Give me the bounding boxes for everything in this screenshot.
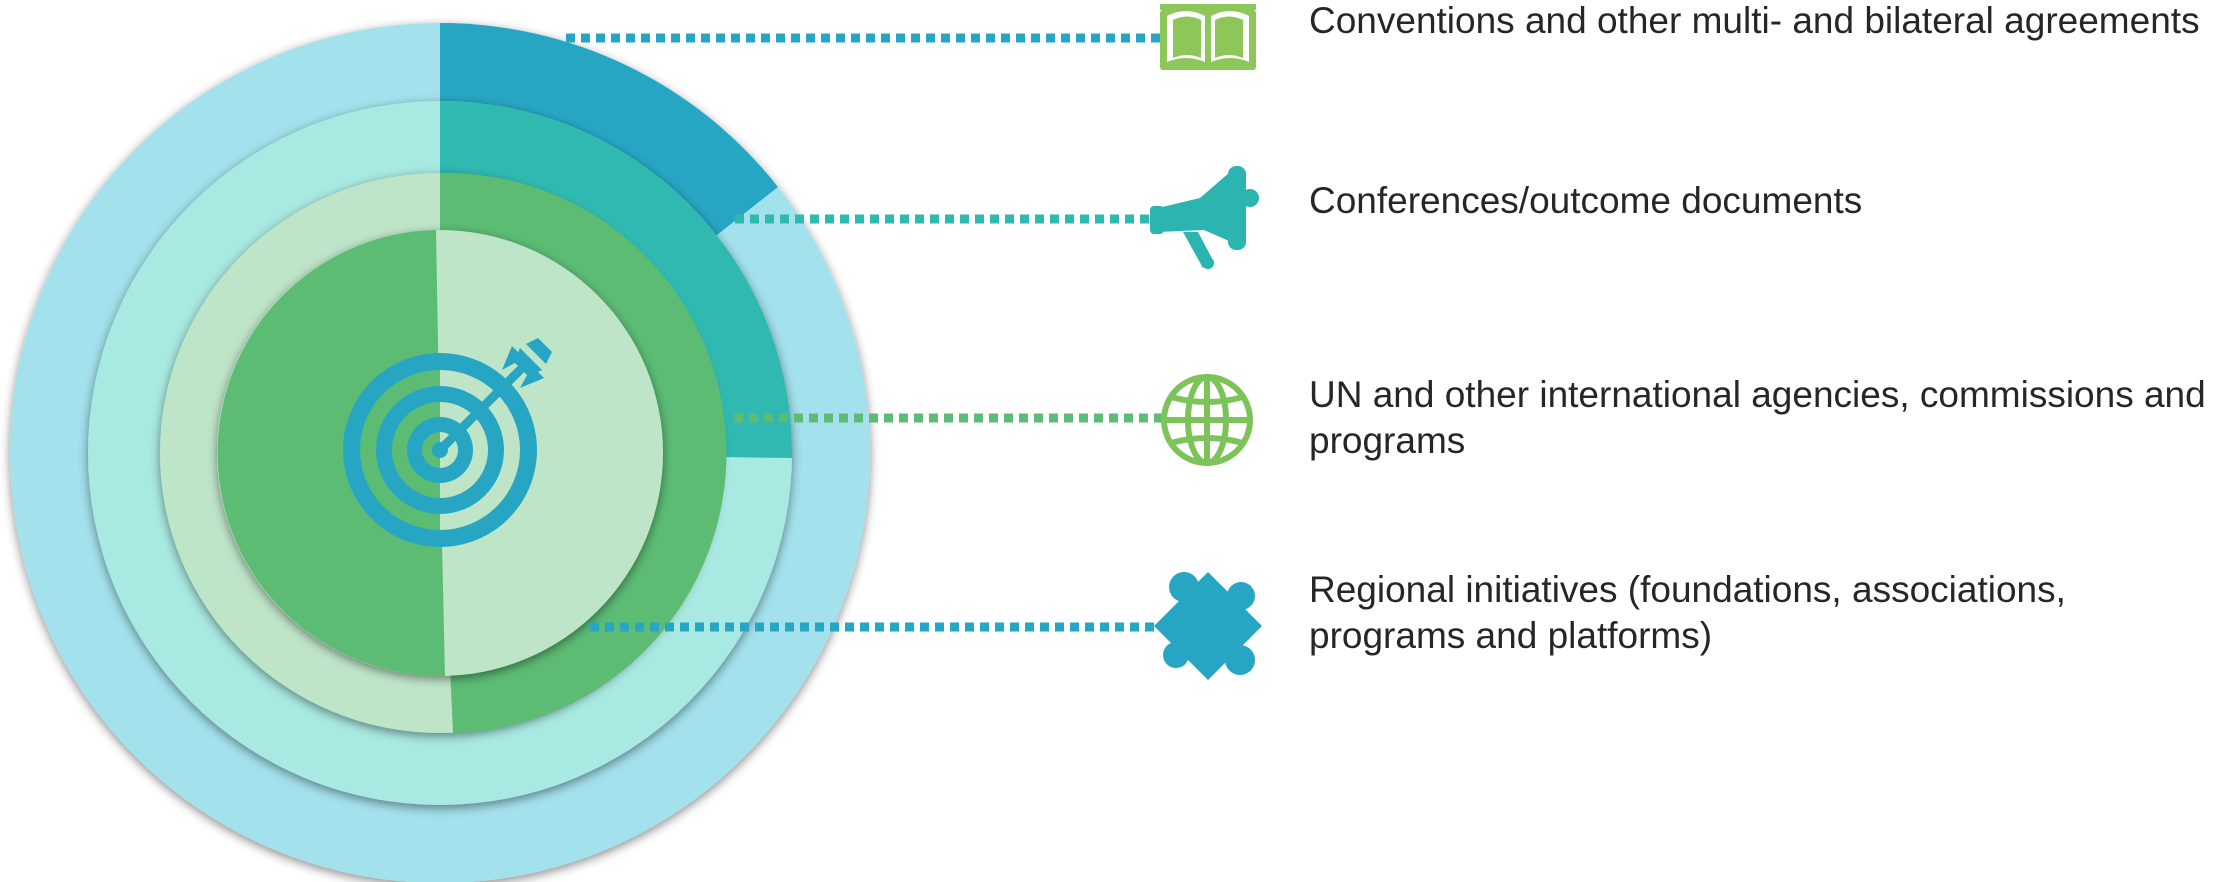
item-label-un-agencies: UN and other international agencies, com… bbox=[1309, 374, 2206, 461]
item-label-conventions: Conventions and other multi- and bilater… bbox=[1309, 0, 2200, 41]
puzzle-piece-icon bbox=[1154, 572, 1262, 680]
connectors bbox=[566, 33, 1162, 632]
item-label-regional-initiatives: Regional initiatives (foundations, assoc… bbox=[1309, 569, 2066, 656]
target-with-arrow-icon bbox=[343, 338, 552, 547]
megaphone-icon bbox=[1150, 166, 1259, 269]
item-label-conferences: Conferences/outcome documents bbox=[1309, 180, 1863, 221]
globe-icon bbox=[1161, 374, 1253, 466]
open-book-icon bbox=[1160, 4, 1256, 70]
